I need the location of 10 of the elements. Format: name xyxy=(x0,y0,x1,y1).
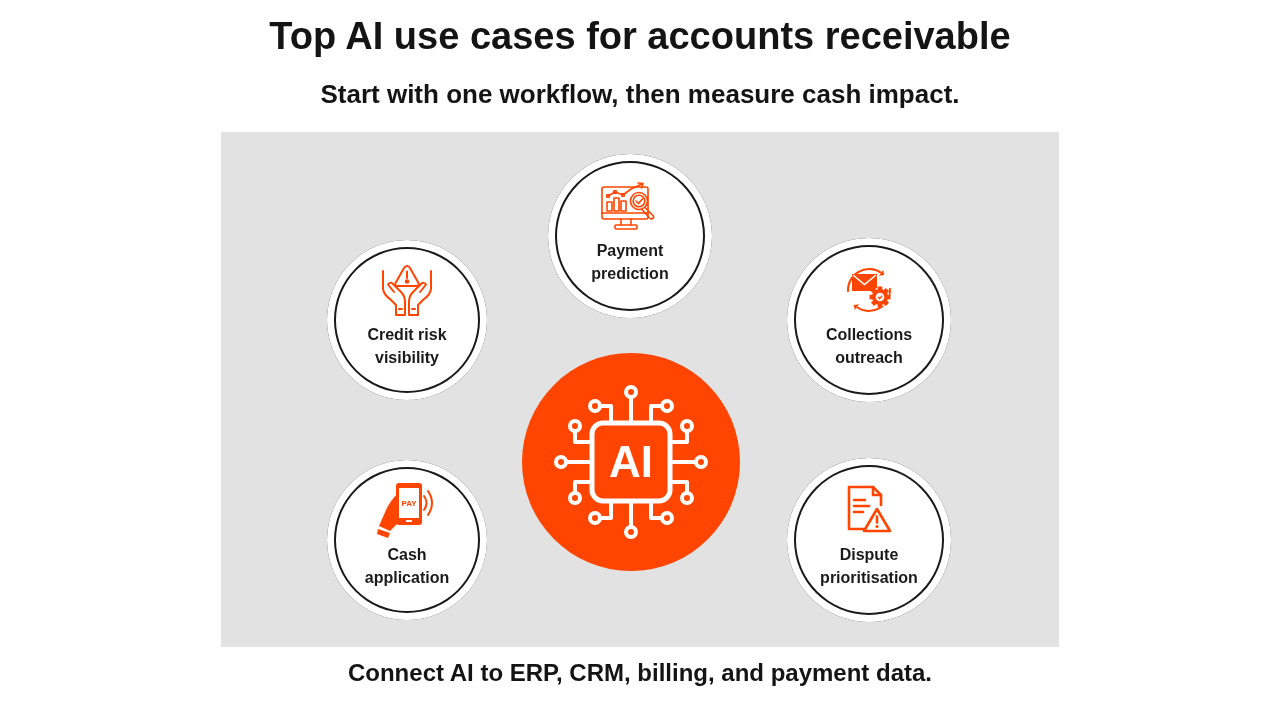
use-case-label: Collections outreach xyxy=(825,325,913,368)
use-case-label: Dispute prioritisation xyxy=(819,545,919,588)
hub-label: AI xyxy=(609,438,653,486)
use-case-label: Credit risk visibility xyxy=(366,325,448,368)
use-case-label: Cash application xyxy=(364,545,450,588)
use-case-label: Payment prediction xyxy=(590,241,670,284)
title: Top AI use cases for accounts receivable xyxy=(269,14,1011,59)
subtitle: Start with one workflow, then measure cash impact. xyxy=(320,79,960,111)
pay-text: PAY xyxy=(401,500,417,508)
caption: Connect AI to ERP, CRM, billing, and payment data. xyxy=(347,659,933,688)
